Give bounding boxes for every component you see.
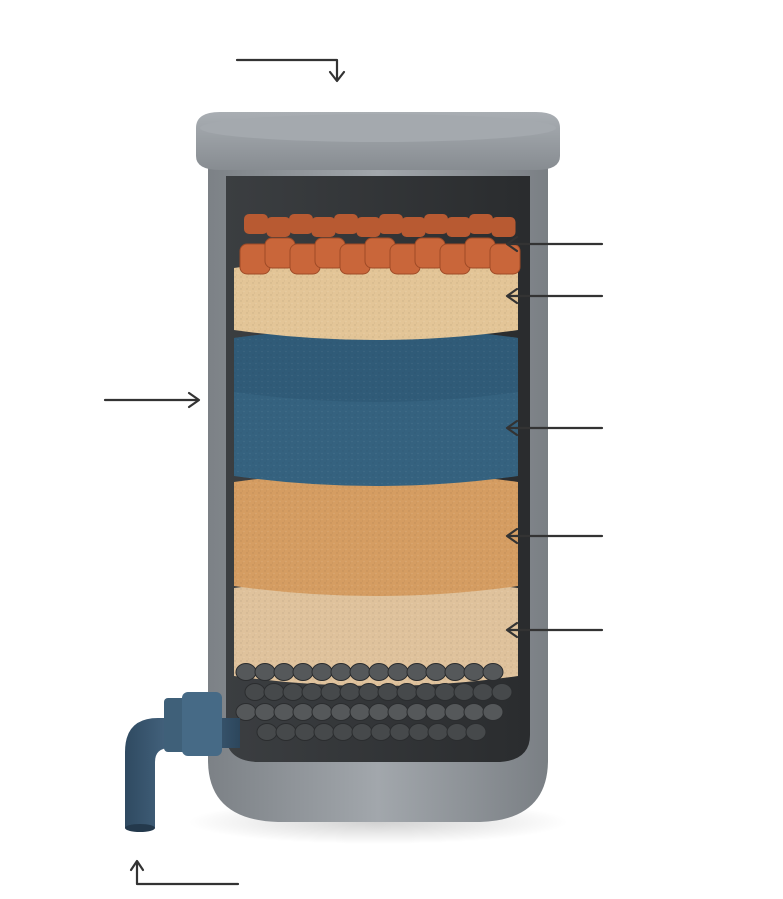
outlet-arrow bbox=[129, 859, 240, 886]
gravel-stone bbox=[273, 663, 295, 681]
gravel-stone bbox=[244, 683, 266, 701]
gravel-stone bbox=[425, 703, 447, 721]
gravel-stone bbox=[491, 683, 513, 701]
fine-sand-arrow bbox=[505, 287, 604, 305]
gravel-stone bbox=[472, 683, 494, 701]
gravel-stone bbox=[453, 683, 475, 701]
gravel-stone bbox=[408, 723, 430, 741]
gravel-stone bbox=[425, 663, 447, 681]
clay-pebble bbox=[379, 214, 403, 234]
gravel-stone bbox=[292, 703, 314, 721]
gravel-stone bbox=[406, 663, 428, 681]
gravel-stone bbox=[377, 683, 399, 701]
gravel-stone bbox=[330, 663, 352, 681]
gravel-stone bbox=[311, 703, 333, 721]
gravel-stone bbox=[275, 723, 297, 741]
light-sand-arrow bbox=[505, 621, 604, 639]
gravel-stone bbox=[301, 683, 323, 701]
gravel-stone bbox=[351, 723, 373, 741]
gravel-stone bbox=[273, 703, 295, 721]
light-sand-layer bbox=[234, 579, 518, 686]
clay-pebble bbox=[446, 217, 471, 237]
gravel-stone bbox=[389, 723, 411, 741]
blue-foam-arrow bbox=[505, 419, 604, 437]
gravel-stone bbox=[263, 683, 285, 701]
gravel-stone bbox=[349, 703, 371, 721]
fine-sand-layer bbox=[234, 258, 518, 340]
clay-pebble bbox=[334, 214, 358, 234]
filter-lid bbox=[196, 112, 560, 170]
gravel-stone bbox=[387, 663, 409, 681]
gravel-layer bbox=[235, 663, 513, 741]
gravel-stone bbox=[282, 683, 304, 701]
inlet-arrow bbox=[235, 58, 346, 83]
gravel-stone bbox=[463, 663, 485, 681]
gravel-stone bbox=[368, 663, 390, 681]
clay-pebble bbox=[356, 217, 381, 237]
gravel-stone bbox=[254, 663, 276, 681]
gravel-stone bbox=[444, 663, 466, 681]
gravel-stone bbox=[254, 703, 276, 721]
gravel-stone bbox=[427, 723, 449, 741]
gravel-stone bbox=[330, 703, 352, 721]
gravel-stone bbox=[482, 703, 504, 721]
clay-pebbles-arrow bbox=[505, 235, 604, 253]
clay-pebble bbox=[469, 214, 493, 234]
gravel-stone bbox=[463, 703, 485, 721]
clay-pebble bbox=[401, 217, 426, 237]
gravel-stone bbox=[313, 723, 335, 741]
gravel-stone bbox=[415, 683, 437, 701]
clay-pebble bbox=[424, 214, 448, 234]
coarse-sand-layer bbox=[234, 472, 518, 596]
clay-pebble bbox=[491, 217, 516, 237]
gravel-stone bbox=[396, 683, 418, 701]
gravel-stone bbox=[332, 723, 354, 741]
gravel-stone bbox=[294, 723, 316, 741]
gravel-stone bbox=[482, 663, 504, 681]
clay-pebbles-layer bbox=[239, 214, 521, 275]
gravel-stone bbox=[387, 703, 409, 721]
gravel-stone bbox=[235, 703, 257, 721]
outlet-pipe bbox=[125, 692, 240, 832]
clay-pebble bbox=[244, 214, 268, 234]
blue-foam-layer bbox=[234, 328, 518, 486]
gravel-stone bbox=[349, 663, 371, 681]
clay-pebble bbox=[311, 217, 336, 237]
gravel-stone bbox=[292, 663, 314, 681]
gravel-stone bbox=[256, 723, 278, 741]
gravel-stone bbox=[465, 723, 487, 741]
gravel-stone bbox=[370, 723, 392, 741]
gravel-stone bbox=[434, 683, 456, 701]
clay-pebble bbox=[289, 214, 313, 234]
clay-pebble bbox=[489, 243, 521, 275]
gravel-stone bbox=[446, 723, 468, 741]
gravel-stone bbox=[311, 663, 333, 681]
gravel-stone bbox=[358, 683, 380, 701]
coarse-sand-arrow bbox=[505, 527, 604, 545]
housing-arrow bbox=[103, 391, 201, 409]
gravel-stone bbox=[444, 703, 466, 721]
gravel-stone bbox=[235, 663, 257, 681]
gravel-stone bbox=[320, 683, 342, 701]
gravel-stone bbox=[339, 683, 361, 701]
gravel-stone bbox=[406, 703, 428, 721]
clay-pebble bbox=[266, 217, 291, 237]
gravel-stone bbox=[368, 703, 390, 721]
